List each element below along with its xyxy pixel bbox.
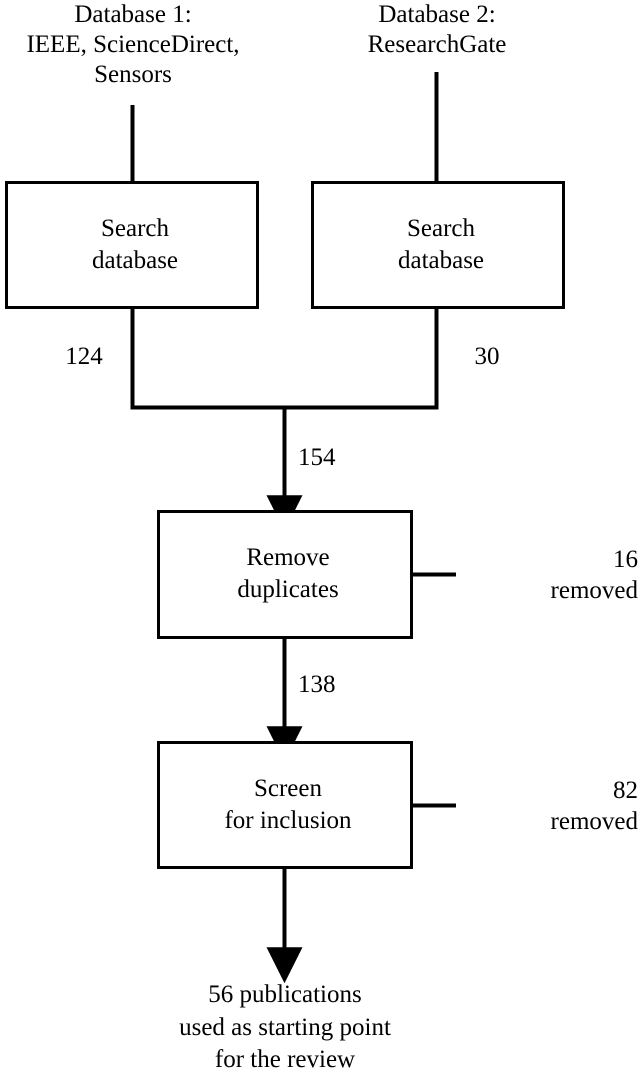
edge-count-database-1: 124: [65, 343, 103, 370]
result-text: 56 publications used as starting point f…: [179, 981, 391, 1073]
remove-duplicates-box[interactable]: Remove duplicates: [157, 510, 413, 639]
search-database-box-1[interactable]: Search database: [5, 181, 259, 309]
edge-count-after-dedup: 138: [298, 671, 336, 698]
removed-label-duplicates: 16 removed: [550, 546, 638, 604]
removed-label-screening: 82 removed: [550, 777, 638, 835]
edge-count-database-2: 30: [474, 343, 500, 370]
search-database-box-2-label: Search database: [397, 215, 485, 274]
database-1-caption: Database 1: IEEE, ScienceDirect, Sensors: [26, 1, 240, 88]
search-database-box-1-label: Search database: [91, 215, 179, 274]
screen-for-inclusion-box[interactable]: Screen for inclusion: [157, 741, 413, 869]
edge-count-merged: 154: [298, 444, 336, 471]
remove-duplicates-label: Remove duplicates: [237, 544, 339, 603]
database-2-caption: Database 2: ResearchGate: [367, 1, 507, 58]
screen-for-inclusion-label: Screen for inclusion: [224, 775, 352, 834]
search-database-box-2[interactable]: Search database: [311, 181, 565, 309]
